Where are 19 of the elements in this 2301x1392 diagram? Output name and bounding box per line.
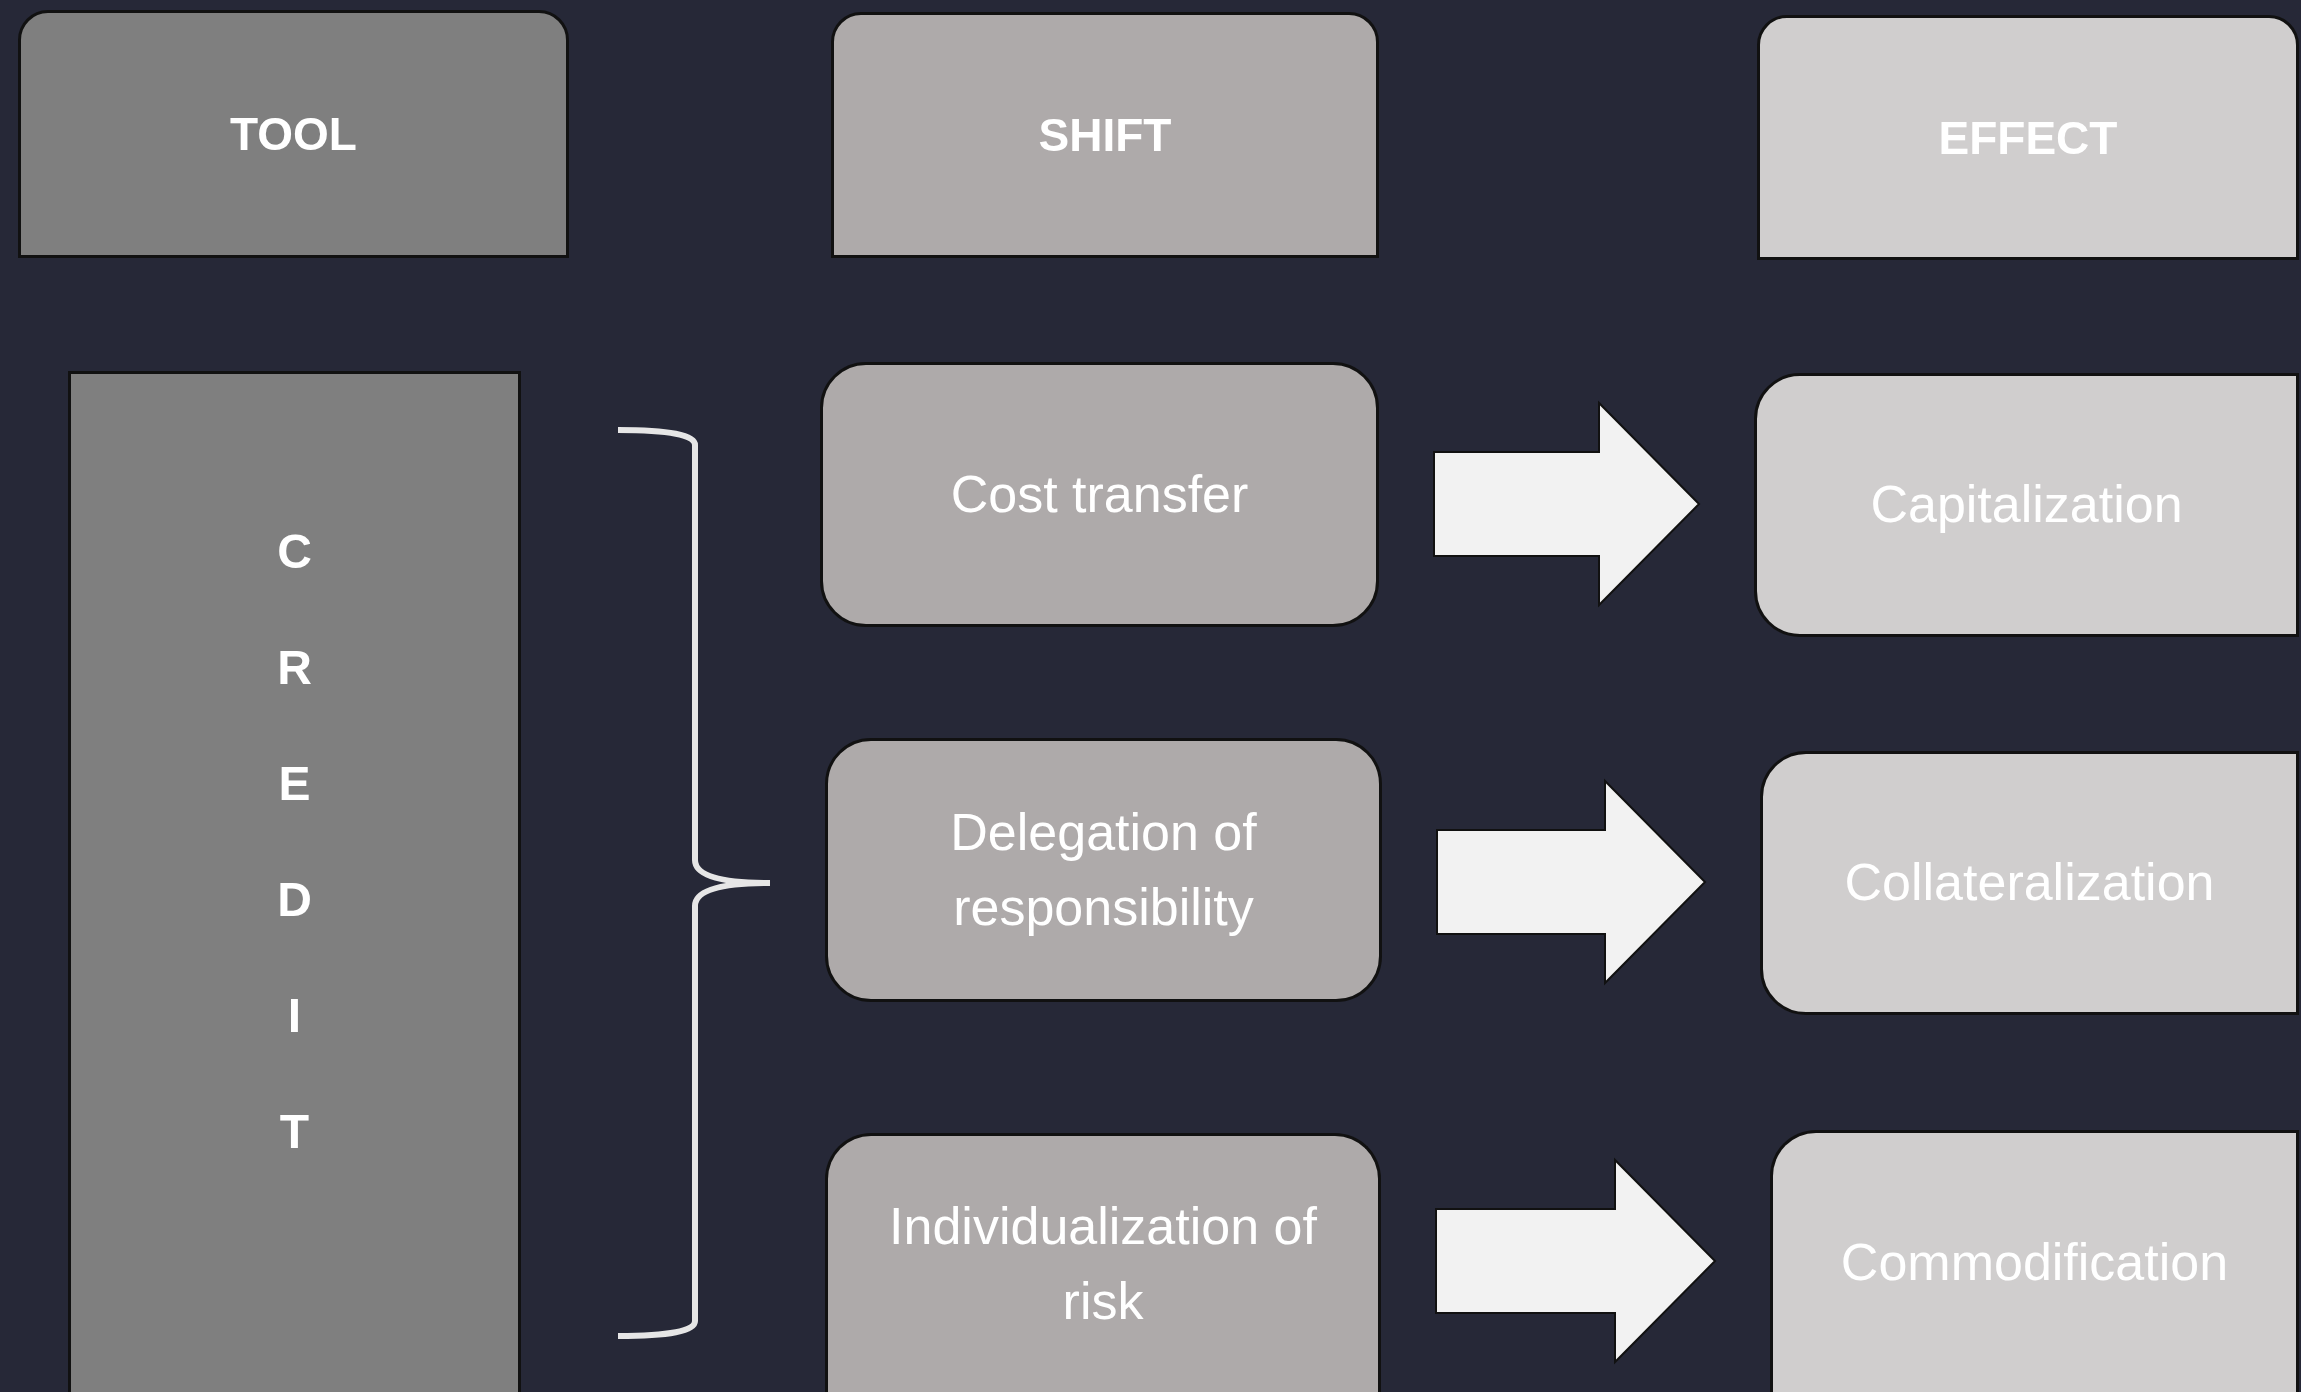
process-box (820, 362, 1379, 627)
process-box (1754, 373, 2299, 637)
column-header (18, 10, 569, 258)
column-header (1757, 15, 2299, 260)
vertical-label: CREDIT (276, 524, 313, 1160)
header-text: SHIFT (1038, 108, 1172, 162)
block-arrow (1436, 778, 1707, 986)
column-header (831, 12, 1379, 258)
block-arrow (1433, 400, 1701, 608)
header-text: TOOL (230, 107, 357, 161)
box-text: Individualization of risk (888, 1195, 1318, 1332)
process-box (1760, 751, 2299, 1015)
process-box (825, 1133, 1381, 1392)
tool-bar (68, 371, 521, 1392)
process-box (1770, 1130, 2299, 1392)
box-text: Cost transfer (950, 463, 1249, 525)
process-box (825, 738, 1382, 1002)
block-arrow (1435, 1157, 1717, 1365)
box-text: Delegation of responsibility (949, 801, 1258, 938)
